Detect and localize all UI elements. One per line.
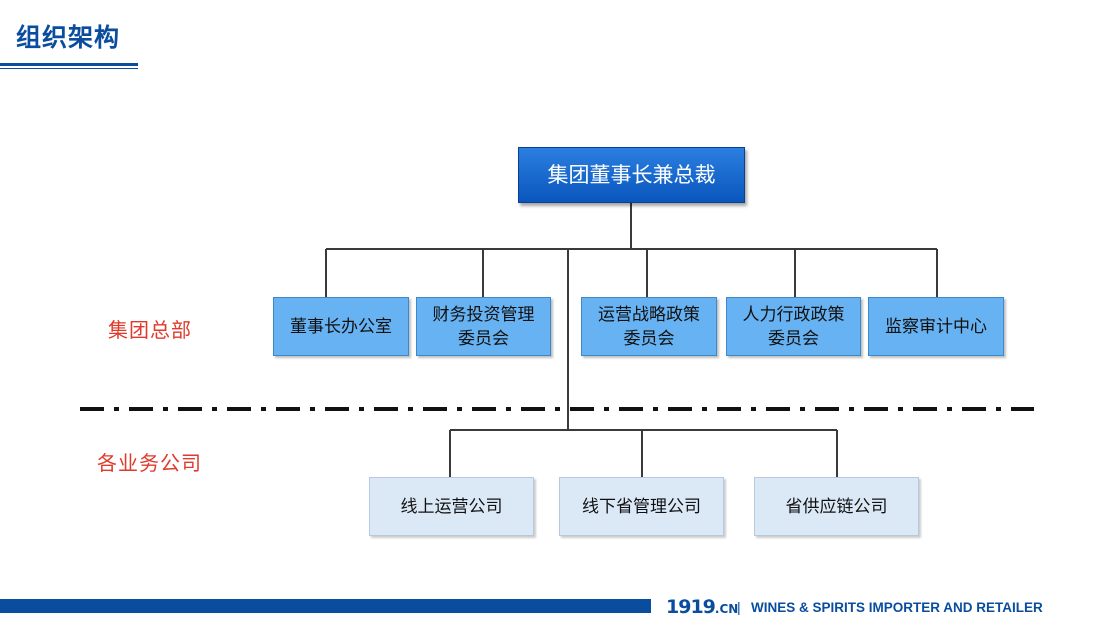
subsidiary-online-ops: 线上运营公司 — [369, 477, 534, 536]
footer-bar — [0, 599, 651, 613]
page-title: 组织架构 — [16, 23, 121, 52]
subsidiary-supply-chain: 省供应链公司 — [754, 477, 919, 536]
footer-separator: | — [737, 599, 741, 615]
hq-unit-chairman-office: 董事长办公室 — [273, 297, 409, 356]
hq-unit-finance-investment: 财务投资管理 委员会 — [416, 297, 551, 356]
chairman-box: 集团董事长兼总裁 — [518, 147, 745, 203]
title-underline — [0, 63, 138, 66]
hq-unit-hr-admin: 人力行政政策 委员会 — [726, 297, 861, 356]
subsidiary-offline-provincial: 线下省管理公司 — [559, 477, 724, 536]
footer-tagline: WINES & SPIRITS IMPORTER AND RETAILER — [751, 600, 1043, 615]
brand-logo: 1919.CN — [666, 596, 738, 618]
hq-unit-operations-strategy: 运营战略政策 委员会 — [581, 297, 717, 356]
brand-logo-number: 1919 — [666, 596, 716, 618]
subsidiary-section-label: 各业务公司 — [97, 451, 202, 475]
hq-unit-audit-center: 监察审计中心 — [868, 297, 1004, 356]
brand-logo-suffix: .CN — [714, 602, 739, 616]
hq-section-label: 集团总部 — [108, 318, 192, 342]
title-underline-thin — [0, 68, 138, 69]
